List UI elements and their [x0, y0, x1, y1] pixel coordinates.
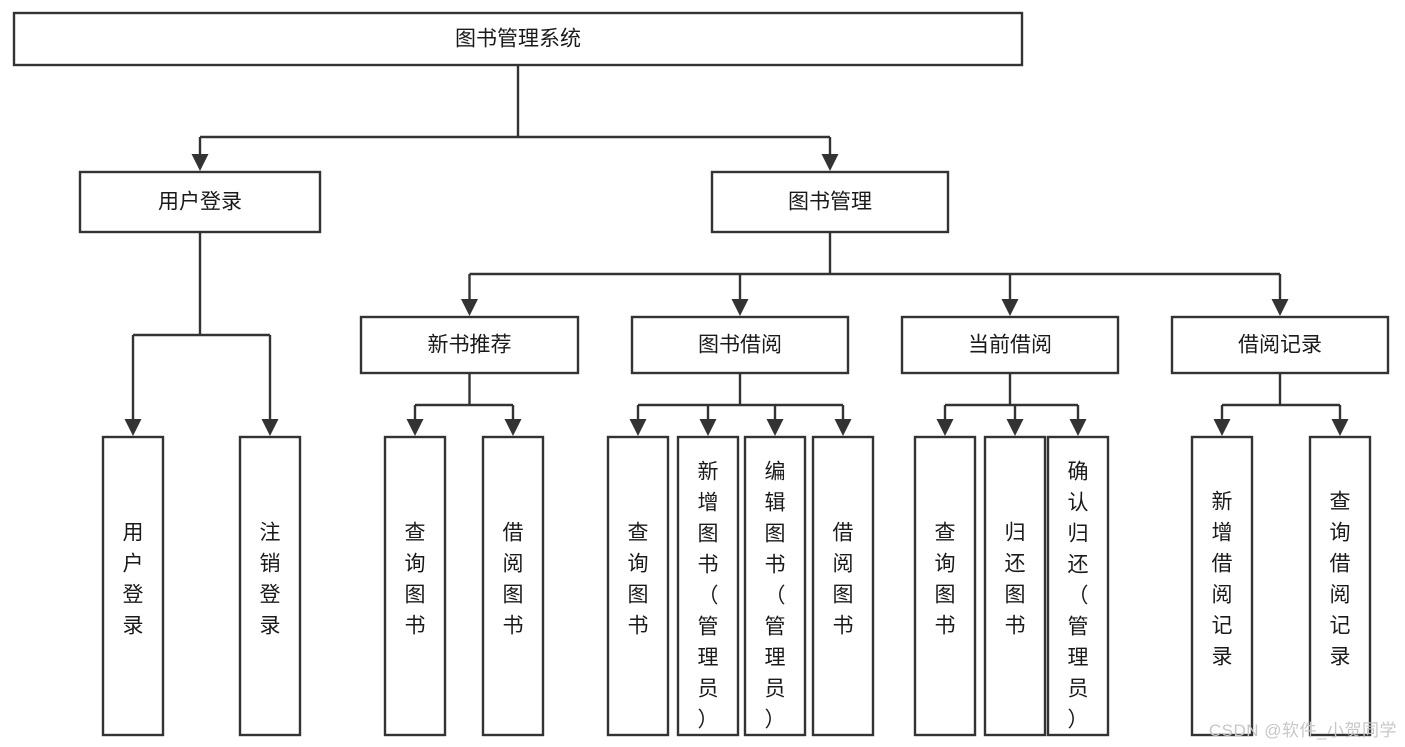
node-box	[630, 315, 850, 375]
node-box	[1046, 435, 1110, 737]
node-label: 用户登录	[158, 191, 242, 214]
node-box	[983, 435, 1047, 737]
diagram-node-leaf-borrow-query[interactable]: 查询图书	[606, 435, 670, 737]
arrow-head-icon	[261, 419, 279, 436]
arrow-head-icon	[1001, 299, 1019, 316]
diagram-node-leaf-user-login[interactable]: 用户登录	[101, 435, 165, 737]
diagram-node-records[interactable]: 借阅记录	[1170, 315, 1390, 375]
node-label: 查询图书	[405, 522, 426, 638]
diagram-node-leaf-current-query[interactable]: 查询图书	[913, 435, 977, 737]
diagram-node-leaf-borrow-lend[interactable]: 借阅图书	[811, 435, 875, 737]
diagram-node-leaf-current-confirm[interactable]: 确认归还（管理员）	[1046, 435, 1110, 737]
diagram-node-leaf-current-return[interactable]: 归还图书	[983, 435, 1047, 737]
diagram-node-newbook[interactable]: 新书推荐	[359, 315, 580, 375]
node-box	[913, 435, 977, 737]
node-label: 用户登录	[123, 522, 144, 638]
arrow-head-icon	[629, 419, 647, 436]
diagram-node-login[interactable]: 用户登录	[78, 170, 322, 234]
node-box	[1308, 435, 1372, 737]
node-box	[710, 170, 950, 234]
diagram-node-leaf-newbook-borrow[interactable]: 借阅图书	[481, 435, 545, 737]
node-box	[238, 435, 302, 737]
arrow-head-icon	[834, 419, 852, 436]
node-label: 注销登录	[260, 522, 281, 638]
node-box	[743, 435, 807, 737]
arrow-head-icon	[124, 419, 142, 436]
diagram-node-leaf-borrow-edit[interactable]: 编辑图书（管理员）	[743, 435, 807, 737]
diagram-node-bookmgmt[interactable]: 图书管理	[710, 170, 950, 234]
node-label: 借阅图书	[833, 522, 854, 638]
arrow-head-icon	[766, 419, 784, 436]
arrow-head-icon	[191, 154, 209, 171]
arrow-head-icon	[1213, 419, 1231, 436]
node-label: 新书推荐	[428, 334, 512, 357]
node-box	[1170, 315, 1390, 375]
node-box	[606, 435, 670, 737]
node-box	[12, 11, 1024, 67]
arrow-head-icon	[699, 419, 717, 436]
diagram-node-borrow[interactable]: 图书借阅	[630, 315, 850, 375]
arrow-head-icon	[461, 299, 478, 316]
diagram-node-leaf-newbook-query[interactable]: 查询图书	[383, 435, 447, 737]
arrow-head-icon	[1331, 419, 1349, 436]
node-box	[101, 435, 165, 737]
node-label: 确认归还（管理员）	[1068, 461, 1089, 732]
diagram-node-leaf-records-query[interactable]: 查询借阅记录	[1308, 435, 1372, 737]
node-label: 新增借阅记录	[1212, 491, 1233, 669]
arrow-head-icon	[504, 419, 522, 436]
node-label: 查询图书	[935, 522, 956, 638]
node-label: 当前借阅	[968, 334, 1052, 357]
node-box	[359, 315, 580, 375]
arrow-head-icon	[1271, 299, 1289, 316]
node-label: 编辑图书（管理员）	[765, 461, 786, 732]
arrow-head-icon	[1069, 419, 1087, 436]
arrow-head-icon	[821, 154, 839, 171]
node-label: 新增图书（管理员）	[698, 461, 719, 732]
node-box	[1190, 435, 1254, 737]
node-label: 图书管理系统	[455, 28, 581, 51]
arrow-head-icon	[406, 419, 424, 436]
diagram-node-leaf-borrow-add[interactable]: 新增图书（管理员）	[676, 435, 740, 737]
node-label: 查询借阅记录	[1330, 491, 1351, 669]
diagram-node-current[interactable]: 当前借阅	[900, 315, 1120, 375]
node-label: 图书借阅	[698, 334, 782, 357]
arrow-head-icon	[731, 299, 749, 316]
diagram-node-root[interactable]: 图书管理系统	[12, 11, 1024, 67]
node-box	[78, 170, 322, 234]
node-label: 借阅图书	[503, 522, 524, 638]
node-box	[676, 435, 740, 737]
node-box	[481, 435, 545, 737]
arrow-head-icon	[936, 419, 954, 436]
diagram-node-leaf-user-logout[interactable]: 注销登录	[238, 435, 302, 737]
node-label: 查询图书	[628, 522, 649, 638]
node-label: 图书管理	[788, 191, 872, 214]
node-label: 归还图书	[1005, 522, 1026, 638]
node-label: 借阅记录	[1238, 334, 1322, 357]
node-box	[383, 435, 447, 737]
node-box	[900, 315, 1120, 375]
diagram-node-leaf-records-add[interactable]: 新增借阅记录	[1190, 435, 1254, 737]
arrow-head-icon	[1006, 419, 1024, 436]
node-box	[811, 435, 875, 737]
